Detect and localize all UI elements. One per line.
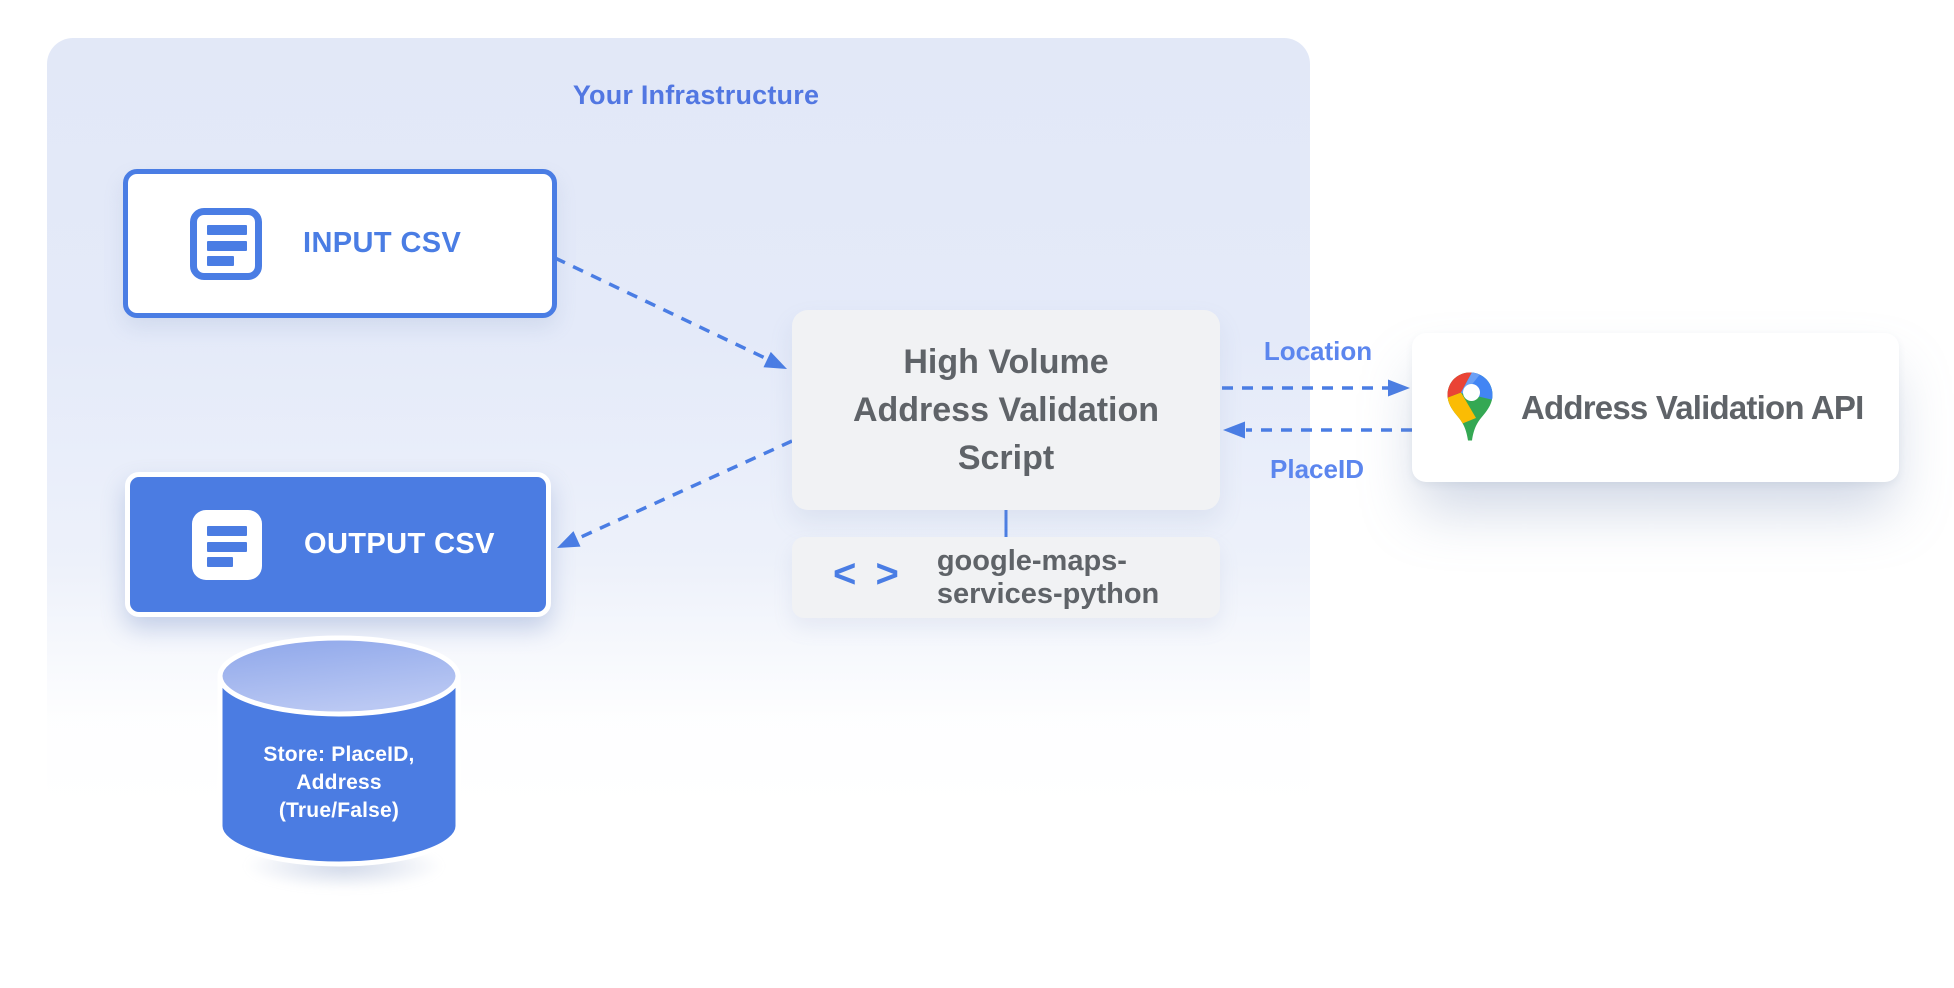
library-label-line: google-maps- (936, 544, 1127, 577)
code-icon: < > (833, 552, 903, 596)
script-box-label-line: Address Validation (852, 391, 1160, 429)
input-csv-box: INPUT CSV (123, 169, 557, 318)
placeid-label: PlaceID (1270, 454, 1364, 484)
library-box: < > google-maps- services-python (792, 537, 1220, 618)
datastore-label-line: (True/False) (278, 799, 400, 822)
database-cylinder-icon (217, 635, 461, 867)
output-csv-label: OUTPUT CSV (304, 528, 495, 560)
api-card: Address Validation API (1412, 333, 1899, 482)
library-label-line: services-python (936, 577, 1160, 610)
output-csv-box: OUTPUT CSV (125, 472, 551, 617)
infrastructure-title: Your Infrastructure (572, 80, 820, 110)
datastore-label-line: Store: PlaceID, (263, 743, 415, 766)
script-box: High Volume Address Validation Script (792, 310, 1220, 510)
google-maps-pin-icon (1447, 372, 1493, 440)
datastore-label-line: Address (296, 771, 382, 794)
script-box-label: High Volume Address Validation Script (853, 338, 1159, 482)
document-icon (192, 509, 262, 580)
location-label: Location (1263, 336, 1373, 366)
script-box-label-line: Script (957, 439, 1055, 477)
api-card-label: Address Validation API (1521, 388, 1864, 426)
library-label: google-maps- services-python (937, 545, 1159, 611)
document-icon (190, 207, 262, 280)
input-csv-label: INPUT CSV (303, 227, 462, 259)
script-box-label-line: High Volume (903, 343, 1109, 381)
datastore-label: Store: PlaceID, Address (True/False) (214, 741, 464, 825)
